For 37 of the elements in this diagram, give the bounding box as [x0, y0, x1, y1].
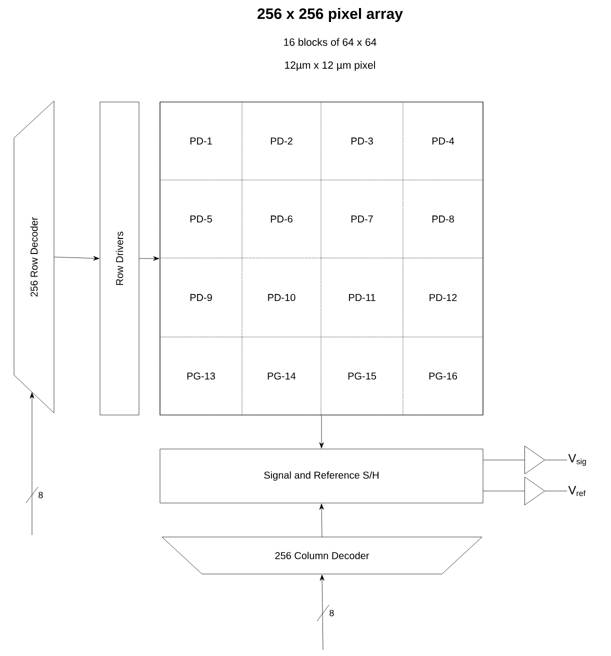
pixel-block-cell: PD-9: [160, 258, 242, 338]
pixel-block-cell: PD-3: [320, 102, 404, 180]
arrow: [139, 256, 160, 261]
bus-width-label: 8: [330, 610, 334, 616]
connector-line: [483, 490, 525, 492]
pixel-block-cell: PD-11: [320, 258, 404, 338]
driver-box: Row Drivers: [100, 102, 140, 416]
bus-width-label: 8: [38, 492, 43, 498]
decoder-block: 256 Row Decoder: [14, 100, 54, 414]
array-title: 256 x 256 pixel array: [258, 8, 403, 22]
sample-hold-box: Signal and Reference S/H: [160, 448, 484, 504]
pixel-block-cell: PG-15: [320, 336, 404, 416]
arrow: [30, 392, 34, 536]
array-subtitle: 12µm x 12 µm pixel: [285, 61, 376, 71]
arrow: [54, 256, 100, 261]
arrow: [320, 574, 324, 650]
buffer-triangle: [524, 476, 545, 506]
decoder-block: 256 Column Decoder: [162, 536, 482, 574]
pixel-block-cell: PD-10: [242, 258, 322, 338]
arrow: [319, 504, 324, 537]
connector-line: [544, 490, 568, 492]
pixel-block-cell: PD-1: [160, 102, 242, 180]
output-label: V$_{ref}$: [568, 486, 586, 496]
pixel-block-cell: PD-6: [242, 180, 322, 258]
pixel-block-cell: PG-14: [242, 336, 322, 416]
buffer-triangle: [524, 446, 545, 474]
arrow: [319, 415, 324, 448]
pixel-block-cell: PD-7: [320, 180, 404, 258]
pixel-block-cell: PD-12: [402, 258, 484, 338]
pixel-block-cell: PD-8: [402, 180, 484, 258]
pixel-block-cell: PD-2: [242, 102, 322, 180]
pixel-block-cell: PG-13: [160, 336, 242, 416]
pixel-block-cell: PD-4: [402, 102, 484, 180]
pixel-block-cell: PD-5: [160, 180, 242, 258]
array-subtitle: 16 blocks of 64 x 64: [284, 38, 376, 46]
pixel-block-cell: PG-16: [402, 336, 484, 416]
output-label: V$_{sig}$: [568, 454, 586, 466]
